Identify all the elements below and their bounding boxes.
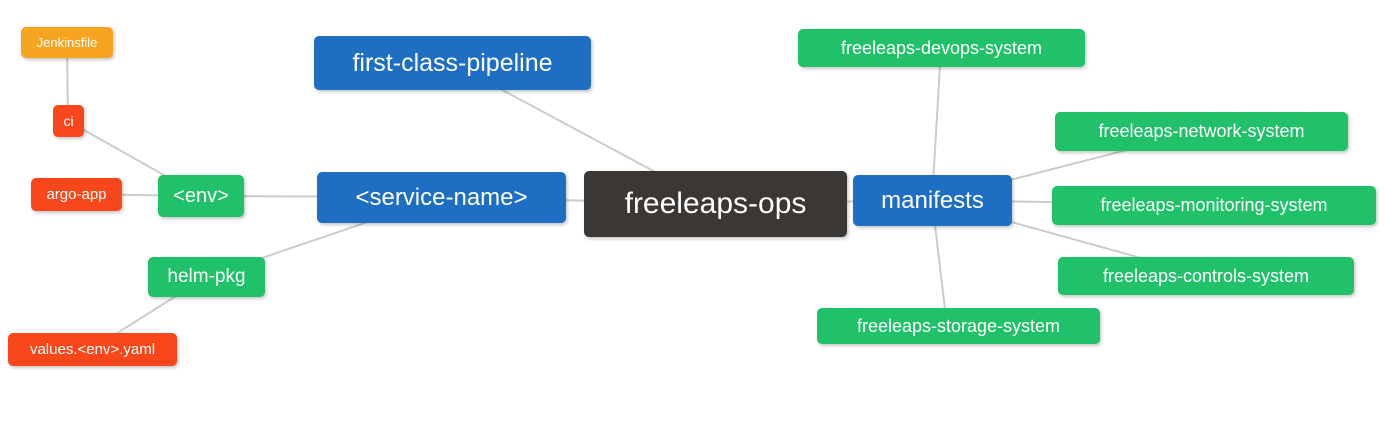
node-service-name[interactable]: <service-name> <box>317 172 566 223</box>
node-freeleaps-monitoring-system[interactable]: freeleaps-monitoring-system <box>1052 186 1376 225</box>
node-freeleaps-storage-system[interactable]: freeleaps-storage-system <box>817 308 1100 344</box>
node-ci[interactable]: ci <box>53 105 84 137</box>
edge-manifests-devops <box>931 48 942 201</box>
node-manifests[interactable]: manifests <box>853 175 1012 226</box>
node-argo-app[interactable]: argo-app <box>31 178 122 211</box>
node-freeleaps-devops-system[interactable]: freeleaps-devops-system <box>798 29 1085 67</box>
node-freeleaps-ops-root[interactable]: freeleaps-ops <box>584 171 847 237</box>
node-freeleaps-controls-system[interactable]: freeleaps-controls-system <box>1058 257 1354 295</box>
node-helm-pkg[interactable]: helm-pkg <box>148 257 265 297</box>
node-values-env-yaml[interactable]: values.<env>.yaml <box>8 333 177 366</box>
node-first-class-pipeline[interactable]: first-class-pipeline <box>314 36 591 90</box>
node-env[interactable]: <env> <box>158 175 244 217</box>
node-freeleaps-network-system[interactable]: freeleaps-network-system <box>1055 112 1348 151</box>
node-jenkinsfile[interactable]: Jenkinsfile <box>21 27 113 58</box>
